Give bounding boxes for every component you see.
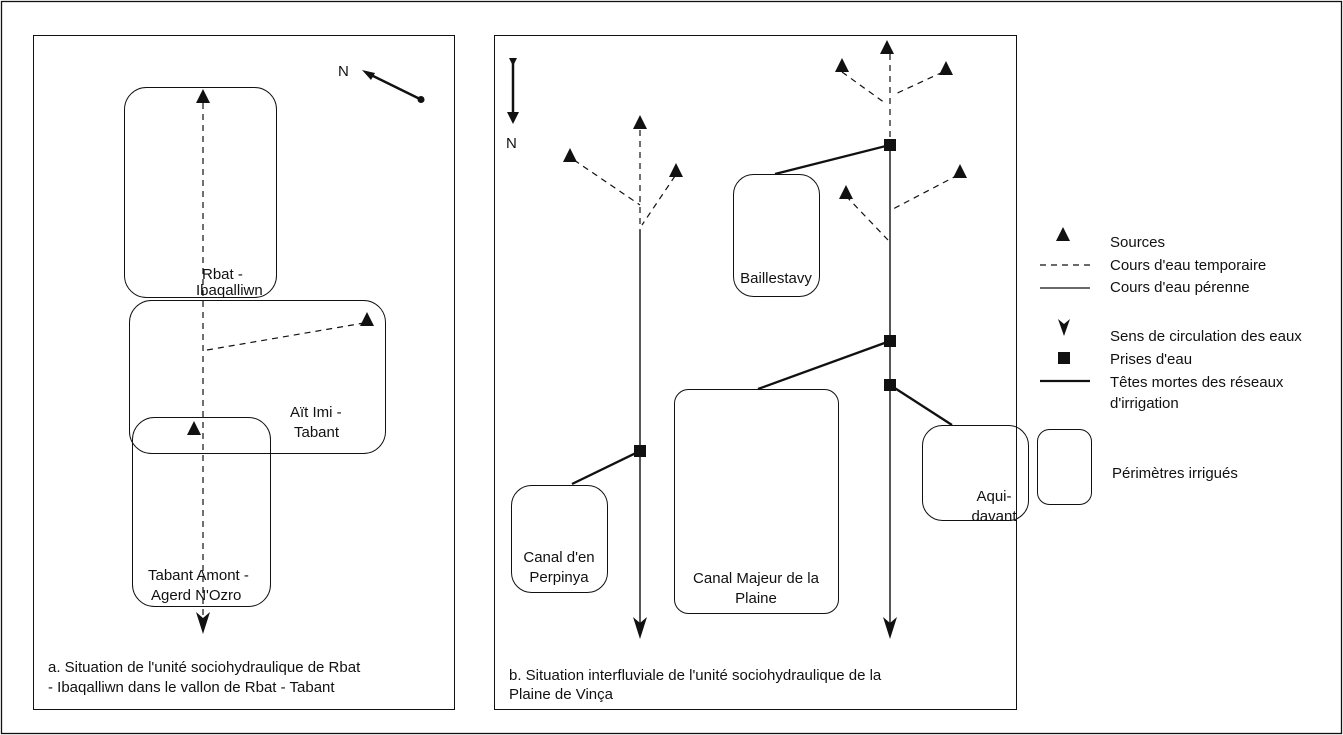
legend-flow-arrow-icon [1058,319,1070,336]
source-icon [953,164,967,178]
temporary-stream [892,71,944,96]
legend-perennial: Cours d'eau pérenne [1110,279,1250,296]
rbat-label-2: Ibaqalliwn [196,282,263,299]
caption-b-line2: Plaine de Vinça [509,686,614,703]
water-intake-icon [884,139,896,151]
temporary-stream [845,195,889,241]
temporary-stream-tributary [206,322,365,351]
legend-temporary: Cours d'eau temporaire [1110,257,1266,274]
canal-perpinya-label-1: Canal d'en [523,549,594,566]
legend-perimeters: Périmètres irrigués [1112,465,1238,482]
panel-b: N [494,35,1029,710]
source-icon [187,421,201,435]
caption-b-line1: b. Situation interfluviale de l'unité so… [509,667,882,684]
source-icon [839,185,853,199]
ait-imi-label-2: Tabant [294,424,340,441]
panel-b-frame [494,35,1017,710]
flow-arrow-icon [633,617,647,639]
perimeter-canal-perpinya [511,485,608,593]
temporary-stream [841,71,886,104]
aqui-davant-label-1: Aqui- [976,488,1011,505]
source-icon [880,40,894,54]
baillestavy-label: Baillestavy [740,270,812,287]
north-arrow-a: N [338,63,425,103]
rbat-label-1: Rbat - [202,266,243,283]
caption-a-line1: a. Situation de l'unité sociohydraulique… [48,659,361,676]
aqui-davant-label-2: davant [971,508,1017,525]
arrowhead-icon [507,112,519,124]
perimeter-rbat [124,87,277,298]
temporary-stream [641,175,676,226]
water-intake-icon [884,379,896,391]
source-icon [563,148,577,162]
legend-intake-icon [1058,352,1070,364]
source-icon [669,163,683,177]
temporary-stream [573,159,641,206]
canal-head-line [889,384,953,426]
panel-a-frame [33,35,455,710]
legend: Sources Cours d'eau temporaire Cours d'e… [1037,227,1302,505]
temporary-stream [892,174,959,210]
water-intake-icon [634,445,646,457]
perimeter-baillestavy [733,174,820,297]
canal-head-line [757,339,891,391]
ait-imi-label-1: Aït Imi - [290,404,342,421]
canal-head-line [571,449,641,486]
flow-arrow-icon [883,617,897,639]
tabant-amont-label-2: Agerd N'Ozro [151,587,241,604]
north-arrow-b: N [506,58,519,152]
perimeter-canal-majeur [674,389,839,614]
flow-arrow-icon [196,612,210,634]
legend-sources: Sources [1110,234,1165,251]
north-label-a: N [338,63,349,80]
source-icon [360,312,374,326]
tabant-amont-label-1: Tabant Amont - [148,567,249,584]
legend-intakes: Prises d'eau [1110,351,1192,368]
canal-majeur-label-1: Canal Majeur de la [693,570,820,587]
legend-source-icon [1056,227,1070,241]
legend-flow: Sens de circulation des eaux [1110,328,1302,345]
perimeter-aqui-davant [922,425,1029,521]
caption-a-line2: - Ibaqalliwn dans le vallon de Rbat - Ta… [48,679,335,696]
canal-head-line [774,143,891,176]
perimeter-ait-imi [129,300,386,454]
perimeter-tabant-amont [132,417,271,607]
source-icon [633,115,647,129]
canal-majeur-label-2: Plaine [735,590,777,607]
legend-perimeter-shape [1037,429,1092,505]
canal-perpinya-label-2: Perpinya [529,569,589,586]
source-icon [196,89,210,103]
source-icon [939,61,953,75]
water-intake-icon [884,335,896,347]
source-icon [835,58,849,72]
legend-heads-1: Têtes mortes des réseaux [1110,374,1284,391]
north-label-b: N [506,135,517,152]
panel-a: N Rbat - Ibaqalliwn Aït Imi - Tabant Tab… [33,35,455,710]
arrowhead-icon [362,70,375,80]
legend-heads-2: d'irrigation [1110,395,1179,412]
